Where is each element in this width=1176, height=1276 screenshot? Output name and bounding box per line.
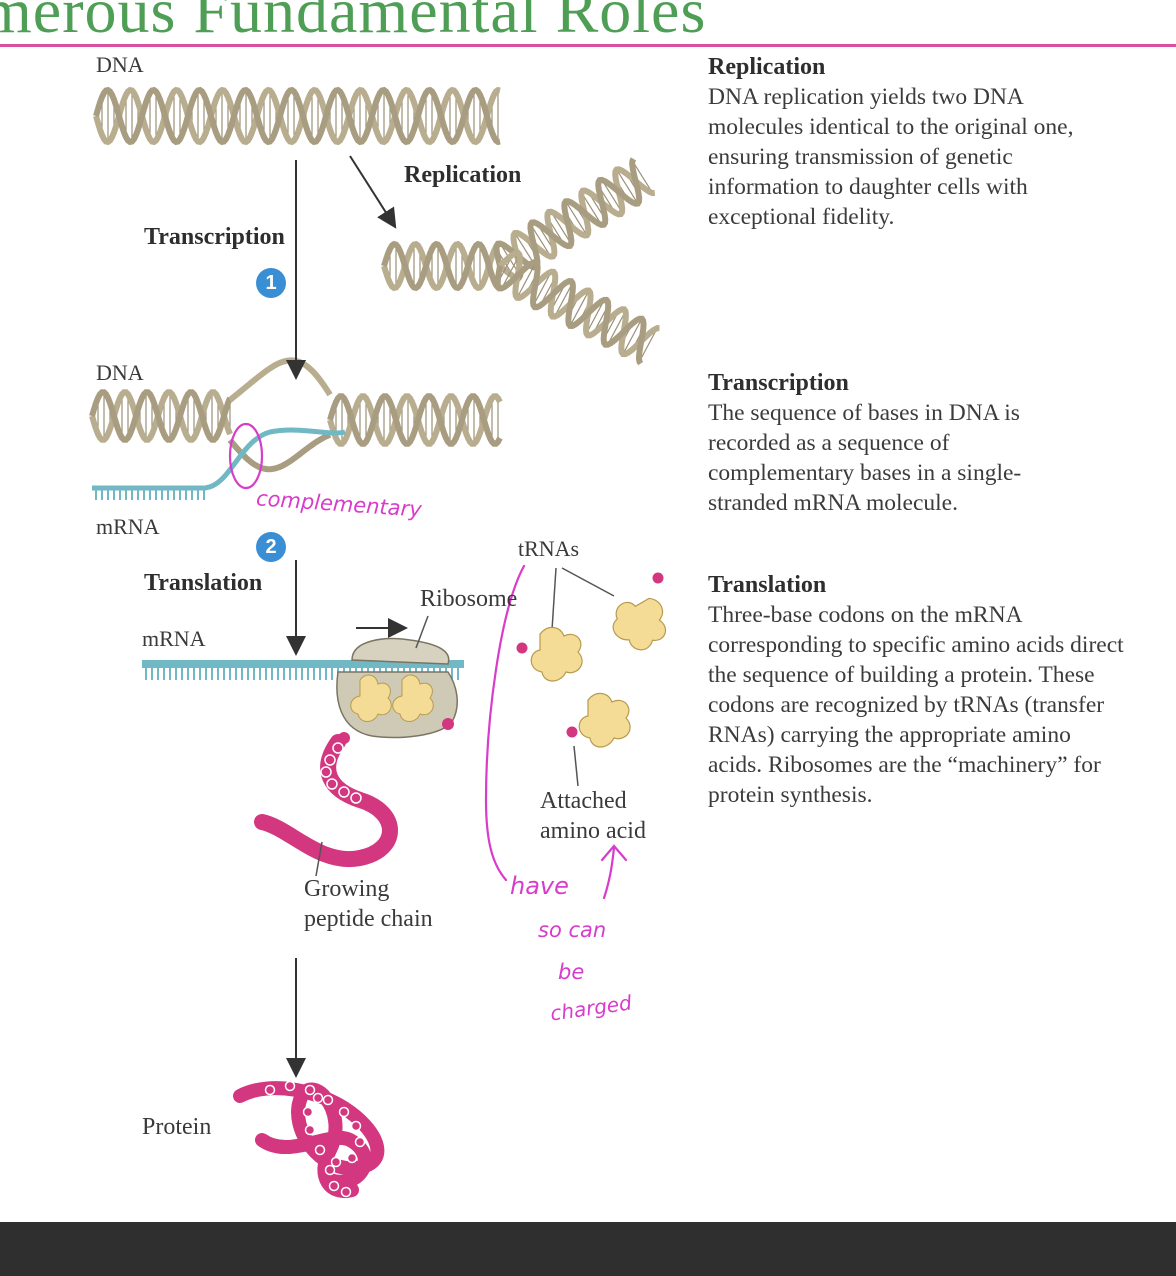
dna-helix-transcription <box>89 357 503 473</box>
description-translation-title: Translation <box>708 572 827 598</box>
label-translation: Translation <box>144 570 263 596</box>
description-transcription-title: Transcription <box>708 370 849 396</box>
handwritten-marks <box>228 422 628 900</box>
handwritten-be: be <box>558 960 585 984</box>
description-replication-title: Replication <box>708 54 826 80</box>
description-translation-body: Three-base codons on the mRNA correspond… <box>708 602 1124 808</box>
trna-molecules <box>516 567 667 787</box>
label-mrna-left: mRNA <box>96 514 160 539</box>
description-replication-body: DNA replication yields two DNA molecules… <box>708 84 1074 230</box>
label-attached-line2: amino acid <box>540 818 646 844</box>
slide-title: merous Fundamental Roles <box>0 0 707 46</box>
description-translation: Translation Three-base codons on the mRN… <box>708 570 1148 810</box>
handwritten-so-can: so can <box>538 918 607 942</box>
ribosome <box>336 615 458 744</box>
folded-protein <box>233 1080 385 1199</box>
dna-replication-fork <box>381 157 660 366</box>
growing-peptide-chain <box>254 734 398 877</box>
dna-helix-top <box>93 86 501 146</box>
handwritten-have: have <box>510 872 569 900</box>
label-dna-middle: DNA <box>96 360 144 385</box>
step-1-badge: 1 <box>256 268 286 298</box>
trna-2 <box>612 572 667 651</box>
label-trnas: tRNAs <box>518 536 580 561</box>
label-dna-top: DNA <box>96 52 144 77</box>
bottom-bar <box>0 1222 1176 1276</box>
label-mrna-ribosome: mRNA <box>142 626 206 651</box>
label-ribosome: Ribosome <box>420 586 518 612</box>
label-growing-line1: Growing <box>304 876 390 902</box>
trna-3 <box>566 692 631 748</box>
mrna-strand-translation <box>142 660 464 680</box>
description-replication: Replication DNA replication yields two D… <box>708 52 1148 232</box>
replication-arrow <box>349 155 397 229</box>
description-transcription: Transcription The sequence of bases in D… <box>708 368 1148 518</box>
step-2-badge: 2 <box>256 532 286 562</box>
label-transcription: Transcription <box>144 224 285 250</box>
mrna-strand-transcription <box>92 427 346 500</box>
title-bar: merous Fundamental Roles <box>0 0 1176 47</box>
label-protein: Protein <box>142 1114 212 1140</box>
description-transcription-body: The sequence of bases in DNA is recorded… <box>708 400 1022 516</box>
central-dogma-diagram <box>89 86 667 1199</box>
label-attached-line1: Attached <box>540 788 627 814</box>
label-replication: Replication <box>404 162 522 188</box>
trna-1 <box>516 626 583 682</box>
label-growing-line2: peptide chain <box>304 906 433 932</box>
